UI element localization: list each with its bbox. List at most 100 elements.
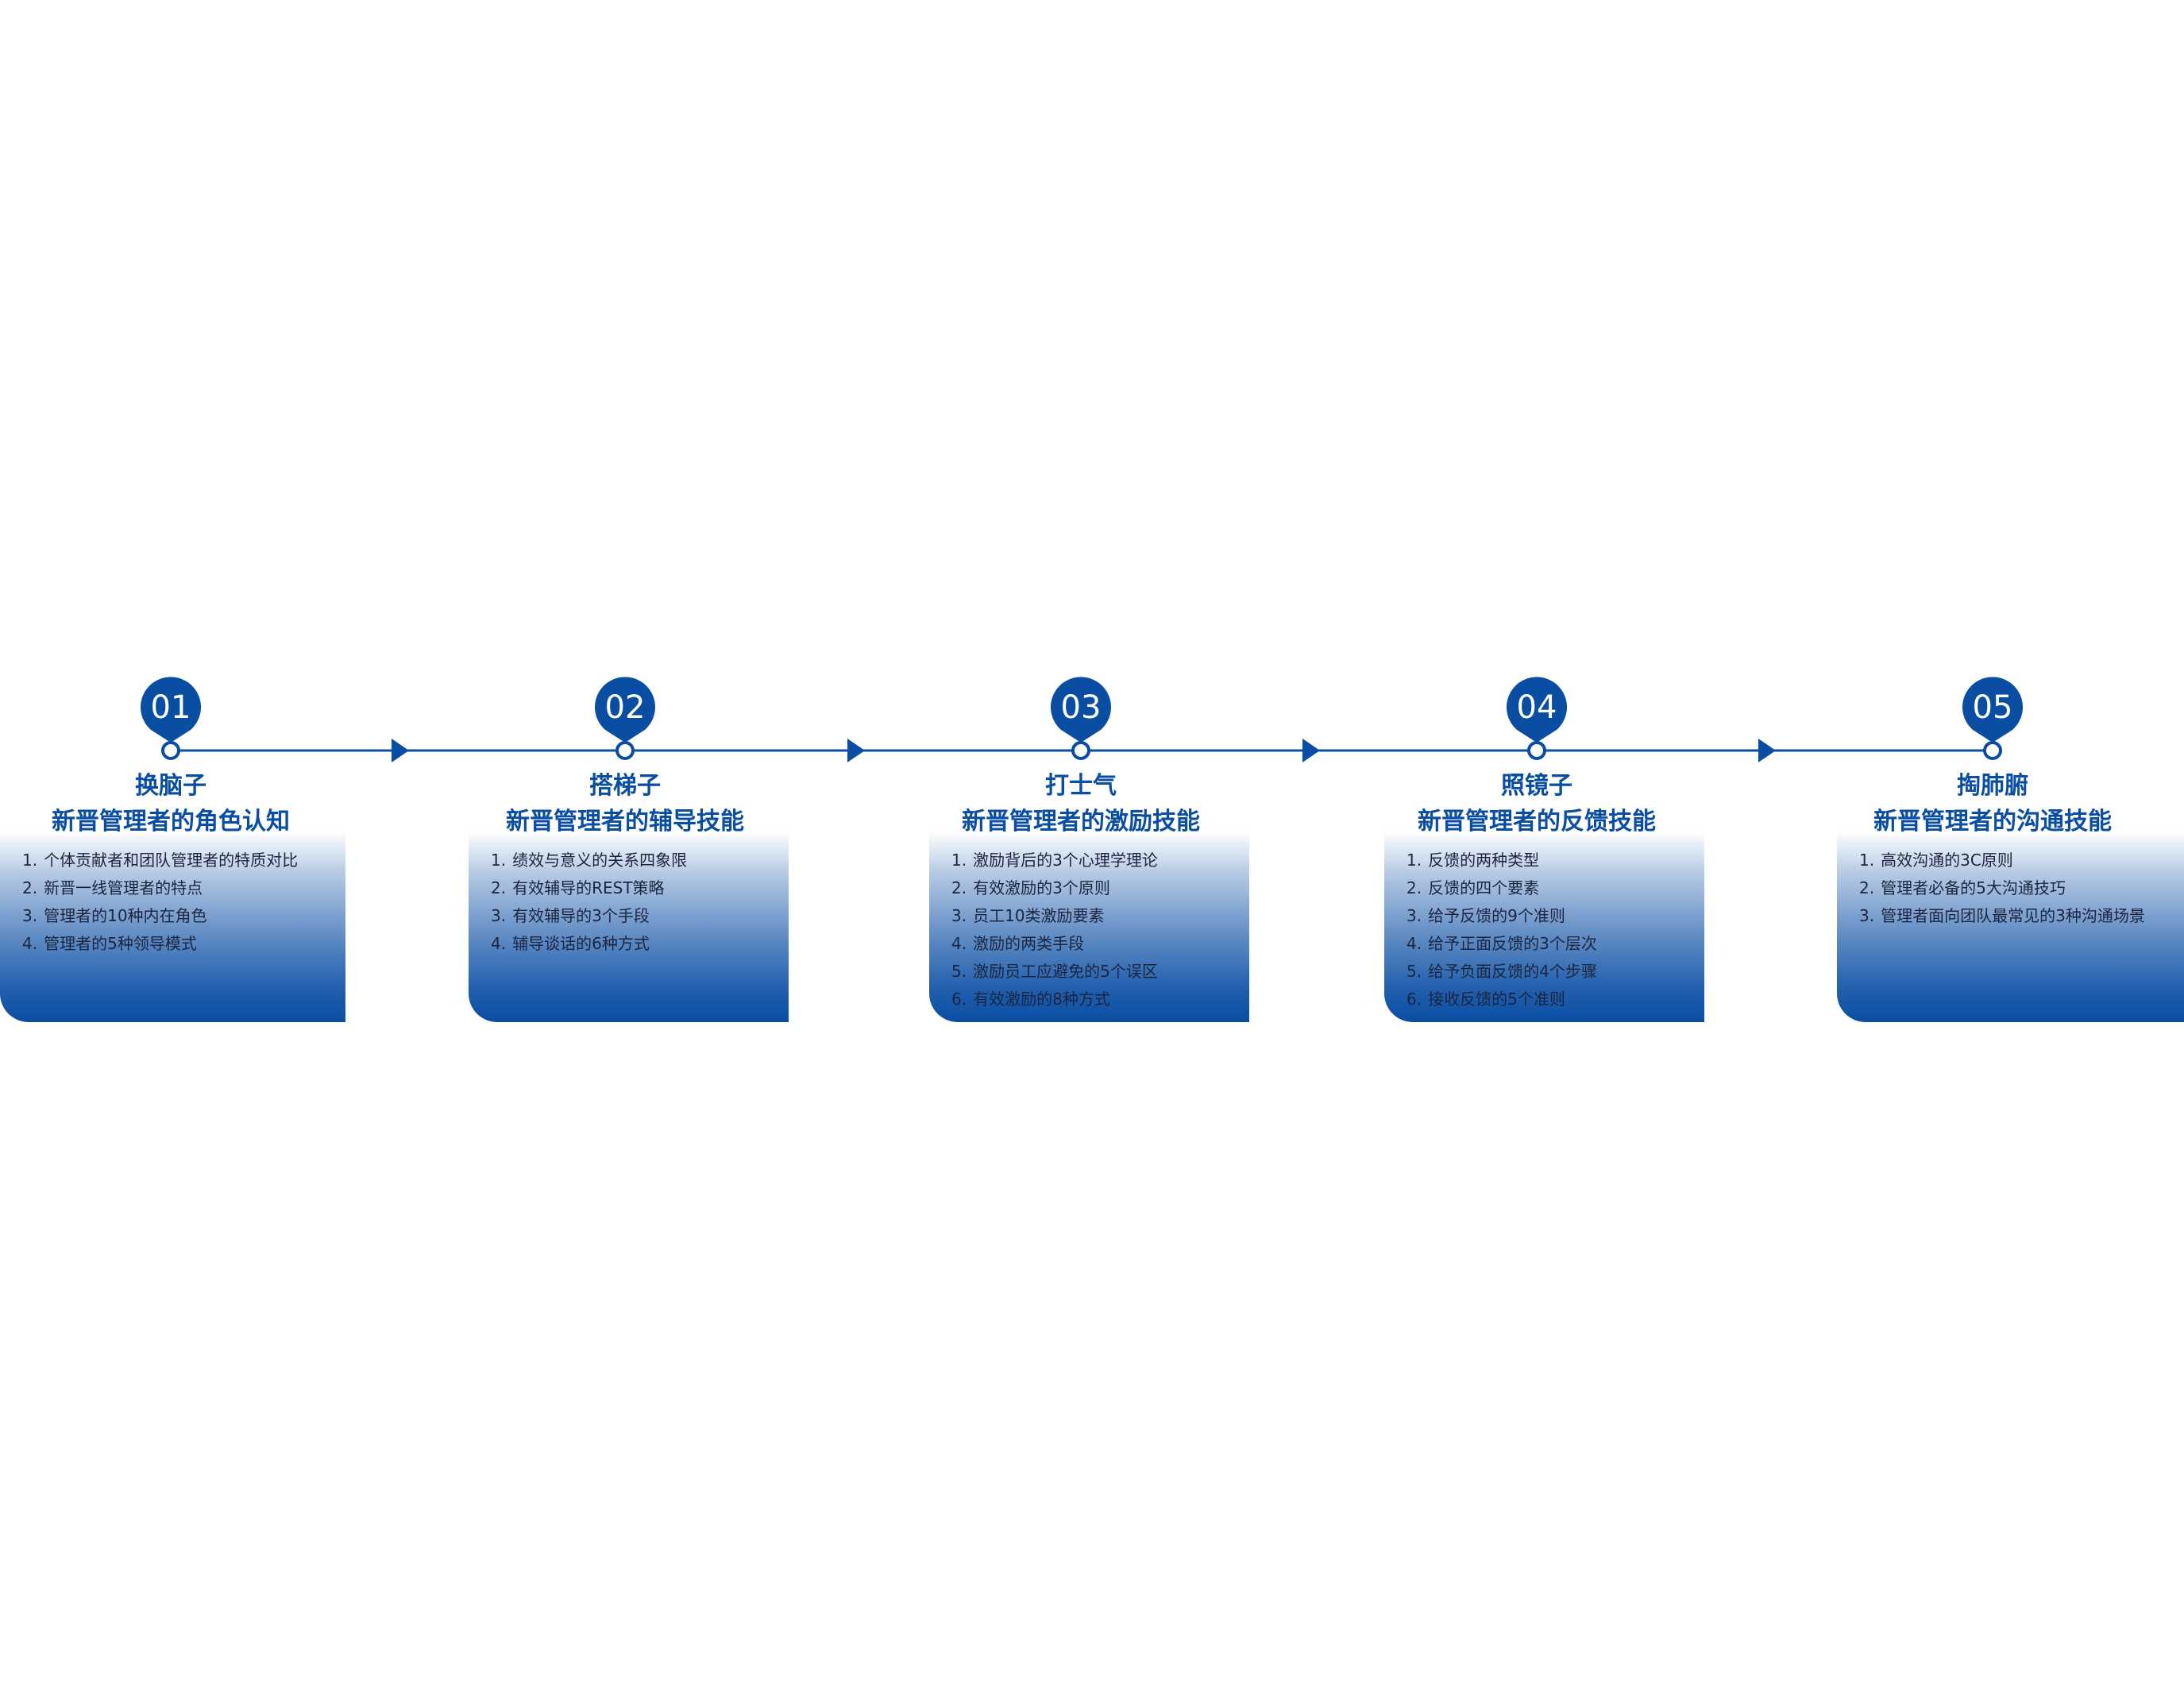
step-subtitle: 新晋管理者的沟通技能 [1873, 808, 2112, 835]
list-item-number: 3. [1406, 906, 1422, 925]
timeline-node [615, 741, 635, 760]
list-item-text: 给予负面反馈的4个步骤 [1428, 962, 1597, 981]
list-item: 3. 给予反馈的9个准则 [1406, 902, 1704, 930]
arrow-right-icon [1758, 739, 1776, 762]
map-pin-icon [141, 677, 202, 743]
step-number: 01 [151, 689, 191, 726]
step-01: 换脑子新晋管理者的角色认知 [0, 0, 409, 1694]
list-item-text: 有效辅导的REST策略 [512, 878, 665, 897]
list-item: 3. 管理者的10种内在角色 [22, 902, 345, 930]
list-item-number: 4. [1406, 934, 1422, 953]
list-item-text: 激励的两类手段 [973, 934, 1085, 953]
list-item-number: 4. [951, 934, 967, 953]
list-item: 2. 有效辅导的REST策略 [491, 874, 789, 902]
step-number: 03 [1061, 689, 1102, 726]
list-item-number: 1. [22, 851, 38, 870]
list-item: 4. 管理者的5种领导模式 [22, 930, 345, 958]
list-item: 2. 管理者必备的5大沟通技巧 [1859, 874, 2184, 902]
list-item-text: 新晋一线管理者的特点 [44, 878, 203, 897]
list-item-text: 给予反馈的9个准则 [1428, 906, 1565, 925]
list-item: 4. 激励的两类手段 [951, 930, 1249, 958]
list-item: 1.高效沟通的3C原则 [1859, 847, 2184, 874]
list-item: 5. 给予负面反馈的4个步骤 [1406, 958, 1704, 986]
list-item-number: 3. [491, 906, 507, 925]
list-item-number: 2. [491, 878, 507, 897]
list-item-number: 6. [1406, 990, 1422, 1009]
list-item-text: 绩效与意义的关系四象限 [512, 851, 688, 870]
list-item-text: 有效激励的3个原则 [973, 878, 1110, 897]
list-item: 4. 给予正面反馈的3个层次 [1406, 930, 1704, 958]
list-item-number: 2. [1406, 878, 1422, 897]
arrow-right-icon [392, 739, 409, 762]
step-subtitle: 新晋管理者的激励技能 [962, 808, 1200, 835]
list-item-text: 反馈的四个要素 [1428, 878, 1540, 897]
step-item-list: 1. 激励背后的3个心理学理论 2. 有效激励的3个原则 3. 员工10类激励要素 4. 激励… [929, 832, 1249, 1013]
step-item-list: 1. 反馈的两种类型 2. 反馈的四个要素 3. 给予反馈的9个准则 4. 给予正面反馈的3个… [1384, 832, 1704, 1013]
step-number: 02 [605, 689, 646, 726]
list-item-text: 员工10类激励要素 [973, 906, 1105, 925]
list-item-number: 3. [22, 906, 38, 925]
list-item-number: 5. [1406, 962, 1422, 981]
map-pin-icon [594, 677, 655, 743]
step-03: 打士气新晋管理者的激励技能 [843, 0, 1319, 1694]
timeline-arrows [392, 739, 1776, 762]
list-item-number: 4. [22, 934, 38, 953]
list-item-text: 辅导谈话的6种方式 [512, 934, 650, 953]
list-item: 3. 员工10类激励要素 [951, 902, 1249, 930]
step-marker-05: 05 [1962, 677, 2024, 760]
list-item-number: 2. [951, 878, 967, 897]
list-item-number: 1. [491, 851, 507, 870]
list-item-text: 反馈的两种类型 [1428, 851, 1540, 870]
step-number: 04 [1517, 689, 1557, 726]
list-item: 1. 绩效与意义的关系四象限 [491, 847, 789, 874]
step-number: 05 [1973, 689, 2013, 726]
list-item: 2. 反馈的四个要素 [1406, 874, 1704, 902]
arrow-right-icon [1302, 739, 1320, 762]
list-item-number: 2. [1859, 878, 1875, 897]
step-title: 搭梯子 [589, 772, 661, 800]
list-item: 3. 管理者面向团队最常见的3种沟通场景 [1859, 902, 2184, 930]
list-item-text: 管理者的5种领导模式 [44, 934, 197, 953]
map-pin-icon [1962, 677, 2024, 743]
list-item-text: 管理者的10种内在角色 [44, 906, 207, 925]
list-item-number: 3. [951, 906, 967, 925]
list-item-text: 管理者面向团队最常见的3种沟通场景 [1881, 906, 2145, 925]
step-subtitle: 新晋管理者的角色认知 [52, 808, 290, 835]
list-item-number: 4. [491, 934, 507, 953]
step-subtitle: 新晋管理者的反馈技能 [1418, 808, 1656, 835]
list-item: 4. 辅导谈话的6种方式 [491, 930, 789, 958]
step-card-03: 1. 激励背后的3个心理学理论 2. 有效激励的3个原则 3. 员工10类激励要素 4. 激励… [929, 832, 1249, 1022]
list-item-number: 1. [1406, 851, 1422, 870]
list-item: 1.个体贡献者和团队管理者的特质对比 [22, 847, 345, 874]
list-item-number: 1. [951, 851, 967, 870]
timeline-node [1071, 741, 1090, 760]
map-pin-icon [1051, 677, 1111, 743]
step-marker-03: 03 [1051, 677, 1111, 760]
list-item: 2.新晋一线管理者的特点 [22, 874, 345, 902]
step-card-05: 1.高效沟通的3C原则 2. 管理者必备的5大沟通技巧 3. 管理者面向团队最常见的3种… [1837, 832, 2184, 1022]
timeline-node [1527, 741, 1546, 760]
list-item-text: 激励背后的3个心理学理论 [973, 851, 1158, 870]
step-marker-04: 04 [1506, 677, 1567, 760]
list-item: 5.激励员工应避免的5个误区 [951, 958, 1249, 986]
list-item-text: 给予正面反馈的3个层次 [1428, 934, 1597, 953]
step-title: 换脑子 [135, 772, 206, 800]
step-subtitle: 新晋管理者的辅导技能 [506, 808, 744, 835]
step-card-04: 1. 反馈的两种类型 2. 反馈的四个要素 3. 给予反馈的9个准则 4. 给予正面反馈的3个… [1384, 832, 1704, 1022]
list-item-text: 接收反馈的5个准则 [1428, 990, 1565, 1009]
step-02: 搭梯子新晋管理者的辅导技能 [387, 0, 863, 1694]
step-title: 打士气 [1045, 772, 1117, 800]
step-title: 掏肺腑 [1957, 772, 2028, 800]
list-item-number: 3. [1859, 906, 1875, 925]
list-item-text: 有效激励的8种方式 [973, 990, 1110, 1009]
list-item-text: 管理者必备的5大沟通技巧 [1881, 878, 2066, 897]
step-marker-02: 02 [594, 677, 655, 760]
list-item-number: 6. [951, 990, 967, 1009]
list-item: 6. 有效激励的8种方式 [951, 986, 1249, 1013]
